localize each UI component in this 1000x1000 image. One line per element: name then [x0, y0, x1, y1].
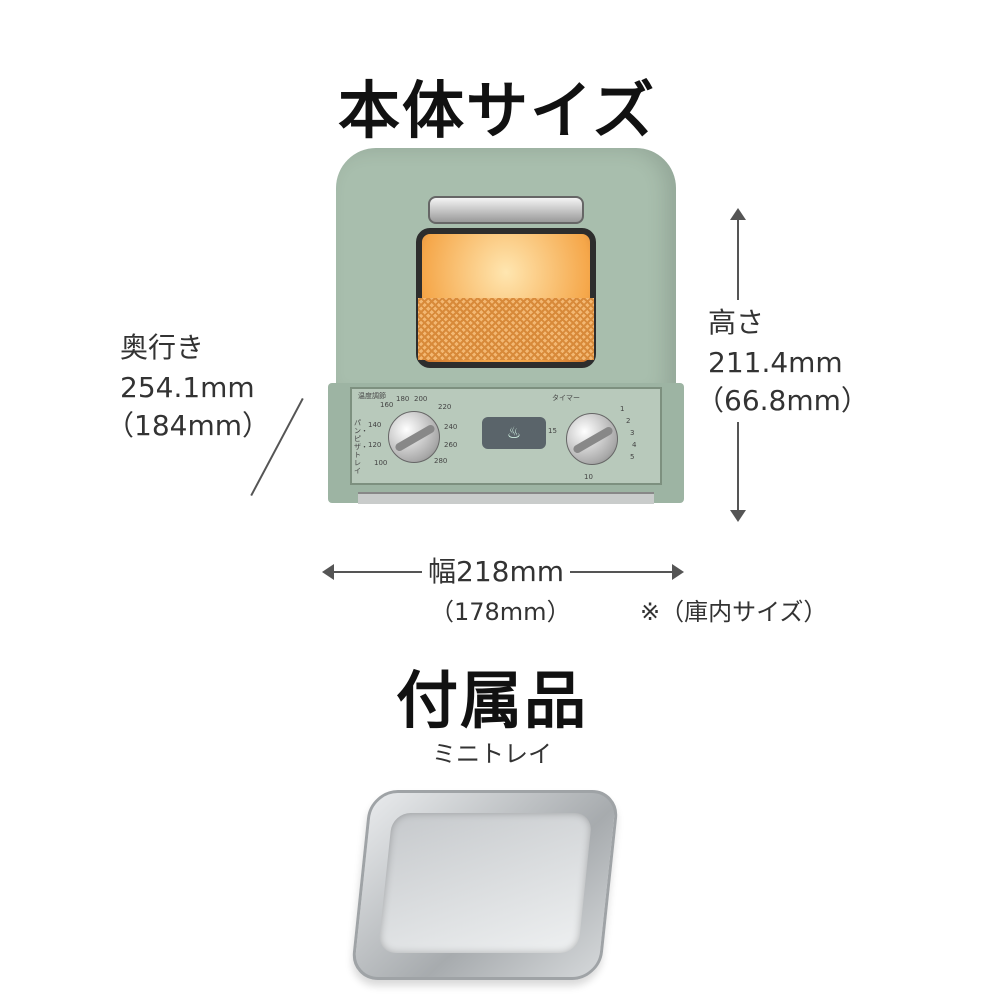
toaster-image: 温度調節 160 180 200 220 240 260 280 100 120… [328, 148, 684, 528]
side-note: パン・ピザ・トレイ [354, 419, 368, 475]
page-title: 本体サイズ [338, 74, 657, 147]
timer-dial[interactable] [566, 413, 618, 465]
brand-lamp-logo: ♨ [482, 417, 546, 449]
temp-mark: 100 [374, 459, 388, 467]
depth-inner: （184mm） [106, 409, 270, 442]
temp-mark: 120 [368, 441, 382, 449]
width-inner: （178mm） [430, 598, 571, 626]
temp-mark: 260 [444, 441, 458, 449]
depth-value: 254.1mm [120, 371, 255, 404]
temp-mark: 160 [380, 401, 394, 409]
timer-mark: 4 [632, 441, 637, 449]
width-label: 幅218mm [422, 554, 570, 590]
temp-mark: 220 [438, 403, 452, 411]
arrow-up-icon [730, 208, 746, 220]
oven-mesh [418, 298, 594, 360]
timer-mark: 2 [626, 417, 631, 425]
accessory-name: ミニトレイ [432, 740, 552, 768]
height-inner: （66.8mm） [696, 384, 869, 417]
crumb-tray [358, 492, 654, 504]
timer-mark: 1 [620, 405, 625, 413]
timer-mark: 5 [630, 453, 635, 461]
control-panel: 温度調節 160 180 200 220 240 260 280 100 120… [328, 383, 684, 503]
temperature-dial[interactable] [388, 411, 440, 463]
height-value: 211.4mm [708, 346, 843, 379]
inner-size-note: ※（庫内サイズ） [640, 598, 828, 626]
timer-label: タイマー [552, 394, 580, 402]
temp-mark: 200 [414, 395, 428, 403]
toaster-body [336, 148, 676, 398]
height-label: 高さ [708, 306, 765, 339]
temp-mark: 180 [396, 395, 410, 403]
arrow-right-icon [672, 564, 684, 580]
temp-mark: 280 [434, 457, 448, 465]
depth-label: 奥行き [120, 331, 205, 364]
timer-mark: 15 [548, 427, 557, 435]
mini-tray-image [350, 790, 620, 980]
temp-mark: 140 [368, 421, 382, 429]
temp-mark: 240 [444, 423, 458, 431]
timer-mark: 3 [630, 429, 635, 437]
timer-mark: 10 [584, 473, 593, 481]
arrow-left-icon [322, 564, 334, 580]
temp-label: 温度調節 [358, 392, 386, 400]
arrow-down-icon [730, 510, 746, 522]
door-handle [428, 196, 584, 224]
accessories-title: 付属品 [396, 664, 589, 737]
